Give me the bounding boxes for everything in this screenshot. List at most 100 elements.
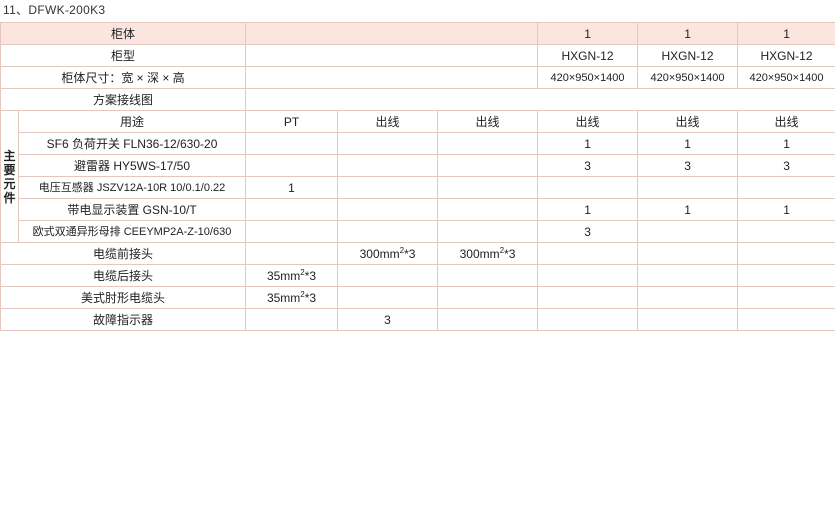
size-value: 420×950×1400: [537, 66, 639, 89]
extra-row: 美式肘形电缆头 35mm2*3: [0, 286, 835, 309]
extra-label: 电缆前接头: [0, 242, 247, 265]
component-value: [337, 154, 439, 177]
usage-value: 出线: [737, 110, 835, 133]
extra-row: 电缆前接头 300mm2*3 300mm2*3: [0, 242, 835, 265]
component-row: SF6 负荷开关 FLN36-12/630-20 1 1 1: [1, 132, 835, 155]
extra-value: [637, 242, 739, 265]
extra-value: [537, 286, 639, 309]
component-row: 电压互感器 JSZV12A-10R 10/0.1/0.22 1: [1, 176, 835, 199]
component-value: 1: [245, 176, 339, 199]
extra-value: [245, 308, 339, 331]
usage-value: 出线: [437, 110, 539, 133]
extra-value: [637, 308, 739, 331]
component-value: [737, 176, 835, 199]
component-value: [437, 198, 539, 221]
extra-value: [637, 264, 739, 287]
wiring-diagram-cell: [245, 88, 835, 111]
usage-value: 出线: [337, 110, 439, 133]
page-title: 11、DFWK-200K3: [3, 3, 106, 17]
component-row: 带电显示装置 GSN-10/T 1 1 1: [1, 198, 835, 221]
component-value: 3: [637, 154, 739, 177]
extra-label: 美式肘形电缆头: [0, 286, 247, 309]
extra-value: [537, 308, 639, 331]
component-label: SF6 负荷开关 FLN36-12/630-20: [17, 132, 247, 155]
cabinet-blank: [245, 22, 539, 45]
component-value: 3: [737, 154, 835, 177]
usage-row: 主要元件 用途 PT 出线 出线 出线 出线 出线: [0, 110, 835, 243]
diagram-row: 方案接线图: [0, 88, 835, 111]
component-value: [337, 198, 439, 221]
component-value: [337, 132, 439, 155]
component-value: 3: [537, 220, 639, 243]
extra-value: [537, 242, 639, 265]
extra-value: 300mm2*3: [437, 242, 539, 265]
extra-value: [337, 264, 439, 287]
spec-table: 柜体 1 1 1 柜型 HXGN-12 HXGN-12 HXGN-12 柜体尺寸…: [0, 22, 835, 331]
component-value: 1: [537, 198, 639, 221]
type-value: HXGN-12: [537, 44, 639, 67]
extra-value: [737, 308, 835, 331]
cabinet-value: 1: [537, 22, 639, 45]
extra-value: [245, 242, 339, 265]
extra-row: 电缆后接头 35mm2*3: [0, 264, 835, 287]
cabinet-value: 1: [737, 22, 835, 45]
extra-row: 故障指示器 3: [0, 308, 835, 331]
size-value: 420×950×1400: [637, 66, 739, 89]
extra-value: [337, 286, 439, 309]
component-value: [245, 154, 339, 177]
extra-label: 故障指示器: [0, 308, 247, 331]
size-label: 柜体尺寸：宽 × 深 × 高: [0, 66, 247, 89]
extra-value: [437, 308, 539, 331]
type-value: HXGN-12: [637, 44, 739, 67]
extra-value: [737, 242, 835, 265]
usage-value: PT: [245, 110, 339, 133]
extra-value: [437, 264, 539, 287]
component-label: 带电显示装置 GSN-10/T: [17, 198, 247, 221]
cabinet-label: 柜体: [0, 22, 247, 45]
component-value: 1: [637, 132, 739, 155]
component-value: 3: [537, 154, 639, 177]
component-value: [437, 132, 539, 155]
type-blank: [245, 44, 539, 67]
extra-value: 35mm2*3: [245, 286, 339, 309]
type-value: HXGN-12: [737, 44, 835, 67]
extra-value: [737, 286, 835, 309]
component-value: [437, 154, 539, 177]
component-value: [245, 220, 339, 243]
component-row: 欧式双通异形母排 CEEYMP2A-Z-10/630 3: [1, 220, 835, 243]
cabinet-value: 1: [637, 22, 739, 45]
extra-value: [637, 286, 739, 309]
wiring-diagram: [246, 89, 835, 111]
component-label: 电压互感器 JSZV12A-10R 10/0.1/0.22: [17, 176, 247, 199]
component-label: 避雷器 HY5WS-17/50: [17, 154, 247, 177]
size-value: 420×950×1400: [737, 66, 835, 89]
component-value: [245, 198, 339, 221]
size-row: 柜体尺寸：宽 × 深 × 高 420×950×1400 420×950×1400…: [0, 66, 835, 89]
usage-value: 出线: [637, 110, 739, 133]
component-row: 避雷器 HY5WS-17/50 3 3 3: [1, 154, 835, 177]
usage-label: 用途: [17, 110, 247, 133]
component-value: [245, 132, 339, 155]
component-value: [337, 176, 439, 199]
extra-value: 300mm2*3: [337, 242, 439, 265]
diagram-label: 方案接线图: [0, 88, 247, 111]
extra-value: 3: [337, 308, 439, 331]
component-value: [437, 176, 539, 199]
component-value: [637, 220, 739, 243]
component-label: 欧式双通异形母排 CEEYMP2A-Z-10/630: [17, 220, 247, 243]
usage-value: 出线: [537, 110, 639, 133]
cabinet-row: 柜体 1 1 1: [0, 22, 835, 45]
component-value: 1: [737, 198, 835, 221]
component-value: 1: [537, 132, 639, 155]
component-value: [737, 220, 835, 243]
extra-value: [737, 264, 835, 287]
component-value: [637, 176, 739, 199]
extra-value: [537, 264, 639, 287]
component-value: [337, 220, 439, 243]
component-value: 1: [737, 132, 835, 155]
extra-value: [437, 286, 539, 309]
main-components-label: 主要元件: [0, 110, 19, 243]
type-label: 柜型: [0, 44, 247, 67]
extra-label: 电缆后接头: [0, 264, 247, 287]
type-row: 柜型 HXGN-12 HXGN-12 HXGN-12: [0, 44, 835, 67]
